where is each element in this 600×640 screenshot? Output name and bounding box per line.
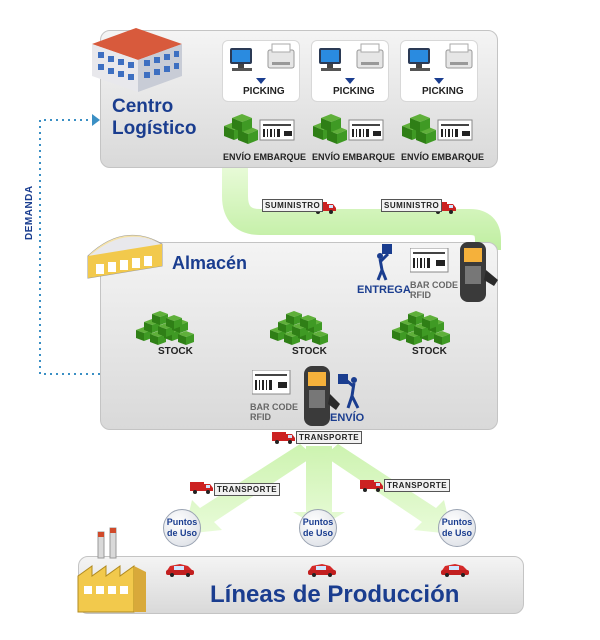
puntos-de-uso-right: Puntos de Uso [438,509,476,547]
centro-title-line1: Centro [112,96,174,117]
puntos-de-uso-label-right: Puntos de Uso [441,517,473,538]
envio-embarque-label-1: ENVÍO EMBARQUE [223,152,307,162]
transporte-flow-center [293,446,345,528]
envio-person-icon [338,374,360,409]
building-icon [92,28,182,92]
picking-label-1: PICKING [243,86,285,97]
envio-embarque-label-2: ENVÍO EMBARQUE [312,152,396,162]
puntos-de-uso-left: Puntos de Uso [163,509,201,547]
car-icons [166,564,469,577]
stock-label-3: STOCK [412,346,447,357]
transporte-label-left: TRANSPORTE [214,483,281,496]
centro-title-line2: Logístico [112,118,197,139]
envio-label: ENVÍO [330,412,365,424]
puntos-de-uso-label-center: Puntos de Uso [302,517,334,538]
transporte-label-center: TRANSPORTE [296,431,363,444]
suministro-label-2: SUMINISTRO [381,199,443,212]
factory-icon [77,527,146,613]
handheld-scanner-icon-bottom [304,366,340,426]
centro-title: Centro Logístico [112,96,196,140]
stock-label-1: STOCK [158,346,193,357]
handheld-scanner-icon-top [460,242,498,302]
transporte-label-right: TRANSPORTE [384,479,451,492]
barcode-label-top [410,248,449,273]
suministro-label-1: SUMINISTRO [262,199,324,212]
picking-label-2: PICKING [333,86,375,97]
lineas-title: Líneas de Producción [210,581,460,608]
puntos-de-uso-label-left: Puntos de Uso [166,517,198,538]
almacen-title: Almacén [172,253,248,273]
warehouse-icon [87,234,166,279]
barcode-rfid-label-bottom: BAR CODE RFID [250,402,299,422]
stock-label-2: STOCK [292,346,327,357]
workstation-icons [230,43,473,84]
barcode-rfid-label-top: BAR CODE RFID [410,280,459,300]
puntos-de-uso-center: Puntos de Uso [299,509,337,547]
entrega-person-icon [376,244,392,281]
barcode-label-bottom [252,370,291,395]
envio-embarque-label-3: ENVÍO EMBARQUE [401,152,485,162]
suministro-flow [222,165,501,250]
entrega-label: ENTREGA [357,284,411,296]
picking-label-3: PICKING [422,86,464,97]
